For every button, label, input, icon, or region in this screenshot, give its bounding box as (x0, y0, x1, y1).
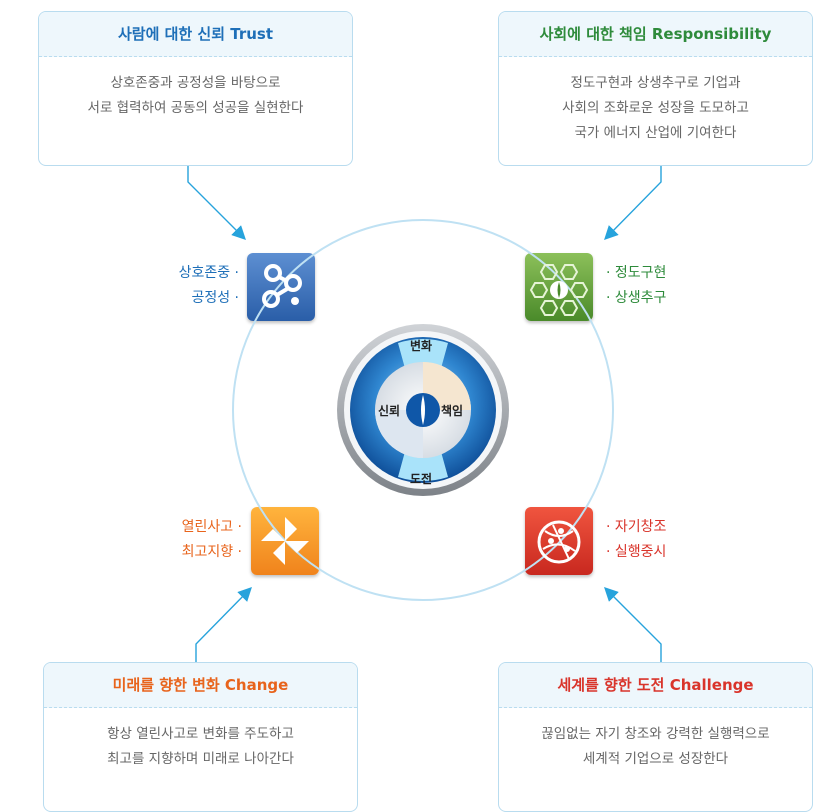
change-keyword-1: 열린사고 · (181, 519, 242, 535)
trust-keywords: 상호존중 · 공정성 · (179, 261, 239, 311)
globe-arrows-icon (537, 520, 581, 564)
change-keywords: 열린사고 · 최고지향 · (182, 515, 242, 565)
trust-card: 사람에 대한 신뢰 Trust 상호존중과 공정성을 바탕으로 서로 협력하여 … (38, 11, 353, 166)
connector-trust (187, 166, 246, 240)
responsibility-card-line-1: 정도구현과 상생추구로 기업과 (570, 75, 741, 91)
change-card: 미래를 향한 변화 Change 항상 열린사고로 변화를 주도하고 최고를 지… (43, 662, 358, 812)
trust-keyword-2: 공정성 · (191, 290, 239, 306)
hub-label-right: 책임 (441, 404, 464, 418)
trust-card-title: 사람에 대한 신뢰 Trust (39, 12, 352, 57)
challenge-keyword-2: · 실행중시 (606, 544, 667, 560)
change-card-line-2: 최고를 지향하며 미래로 나아간다 (107, 751, 294, 767)
challenge-card-body: 끊임없는 자기 창조와 강력한 실행력으로 세계적 기업으로 성장한다 (499, 708, 812, 772)
trust-card-line-2: 서로 협력하여 공동의 성공을 실현한다 (87, 100, 304, 116)
responsibility-card-line-2: 사회의 조화로운 성장을 도모하고 (562, 100, 749, 116)
trust-keyword-1: 상호존중 · (178, 265, 239, 281)
link-nodes-icon (262, 264, 302, 308)
challenge-card-title: 세계를 향한 도전 Challenge (499, 663, 812, 708)
change-keyword-2: 최고지향 · (181, 544, 242, 560)
responsibility-card-body: 정도구현과 상생추구로 기업과 사회의 조화로운 성장을 도모하고 국가 에너지… (499, 57, 812, 146)
challenge-card-line-1: 끊임없는 자기 창조와 강력한 실행력으로 (541, 726, 770, 742)
challenge-keywords: · 자기창조 · 실행중시 (606, 515, 666, 565)
trust-card-body: 상호존중과 공정성을 바탕으로 서로 협력하여 공동의 성공을 실현한다 (39, 57, 352, 121)
responsibility-keyword-1: · 정도구현 (606, 265, 667, 281)
hub-label-left: 신뢰 (378, 404, 401, 418)
responsibility-keyword-2: · 상생추구 (606, 290, 667, 306)
challenge-card: 세계를 향한 도전 Challenge 끊임없는 자기 창조와 강력한 실행력으… (498, 662, 813, 812)
hexagon-cluster-icon (529, 264, 589, 316)
responsibility-card-title: 사회에 대한 책임 Responsibility (499, 12, 812, 57)
challenge-keyword-1: · 자기창조 (606, 519, 667, 535)
change-card-title: 미래를 향한 변화 Change (44, 663, 357, 708)
trust-card-line-1: 상호존중과 공정성을 바탕으로 (110, 75, 281, 91)
connector-change (195, 587, 252, 662)
challenge-card-line-2: 세계적 기업으로 성장한다 (582, 751, 729, 767)
change-card-body: 항상 열린사고로 변화를 주도하고 최고를 지향하며 미래로 나아간다 (44, 708, 357, 772)
change-card-line-1: 항상 열린사고로 변화를 주도하고 (107, 726, 294, 742)
hub-label-bottom: 도전 (410, 472, 433, 486)
responsibility-keywords: · 정도구현 · 상생추구 (606, 261, 666, 311)
responsibility-card: 사회에 대한 책임 Responsibility 정도구현과 상생추구로 기업과… (498, 11, 813, 166)
connector-responsibility (604, 166, 662, 240)
orbit-circle (232, 219, 614, 601)
pinwheel-icon (261, 517, 309, 565)
connector-challenge (604, 587, 662, 662)
hub-label-top: 변화 (410, 339, 433, 353)
responsibility-card-line-3: 국가 에너지 산업에 기여한다 (574, 125, 737, 141)
hub-emblem (337, 324, 509, 496)
